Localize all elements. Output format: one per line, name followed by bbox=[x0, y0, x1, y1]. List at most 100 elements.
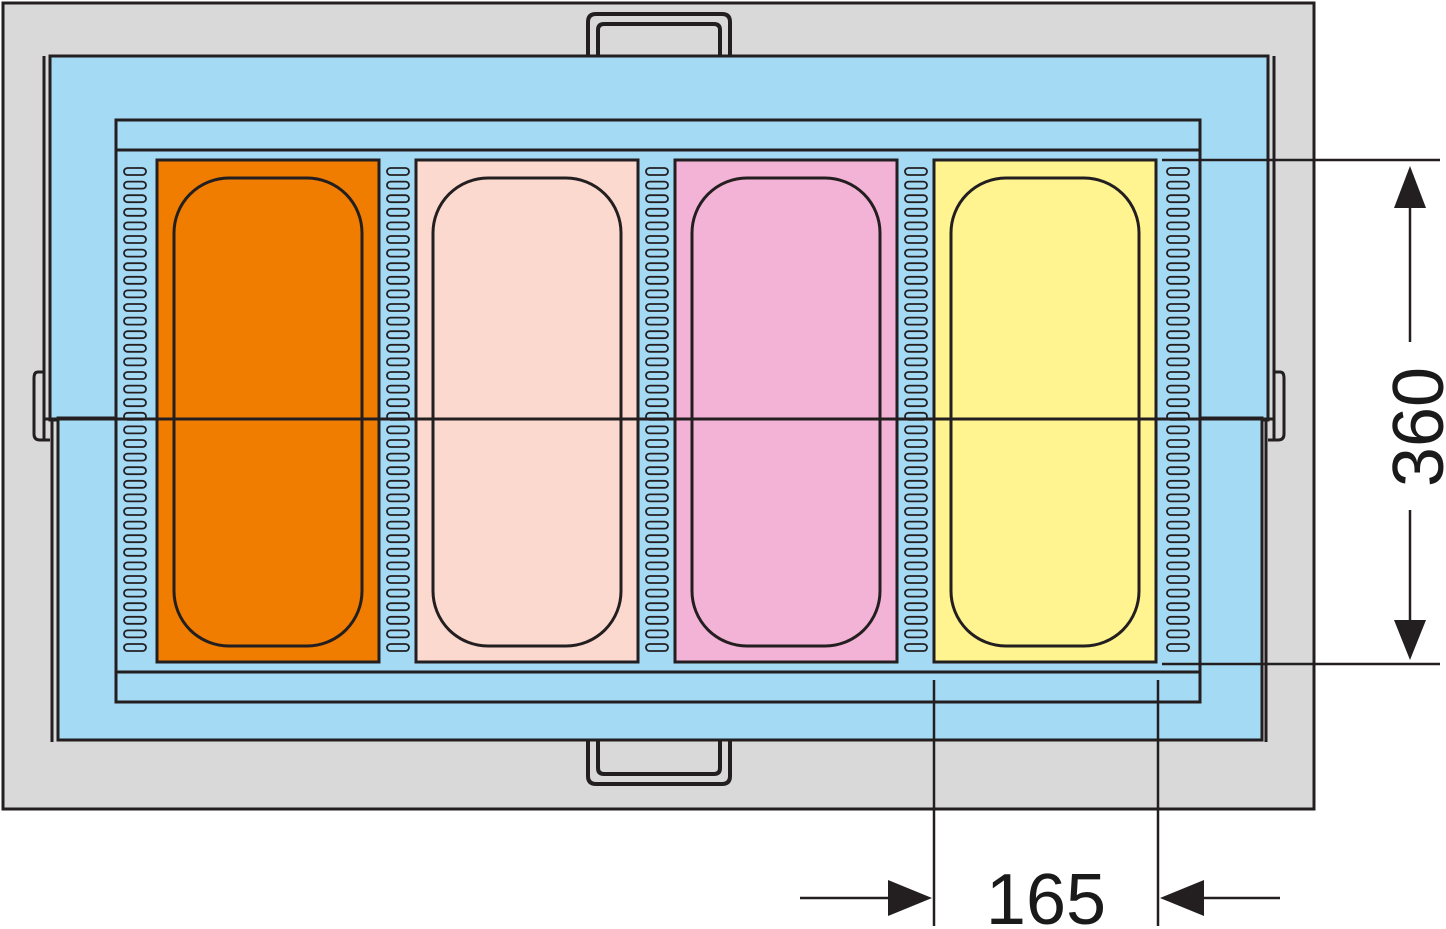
vent-slot bbox=[904, 615, 928, 625]
vent-slot bbox=[123, 207, 147, 217]
vent-slot bbox=[386, 520, 410, 530]
vent-slot bbox=[386, 507, 410, 516]
vent-slot bbox=[1166, 425, 1190, 435]
vent-slot bbox=[123, 588, 147, 598]
vent-slot bbox=[1166, 194, 1190, 204]
vent-slot bbox=[645, 289, 669, 299]
vent-slot bbox=[904, 479, 928, 489]
top-handle[interactable] bbox=[586, 12, 732, 60]
vent-slot bbox=[904, 575, 928, 584]
dimension-height bbox=[1162, 158, 1440, 666]
vent-slot bbox=[386, 547, 410, 557]
vent-slot bbox=[123, 615, 147, 625]
vent-slot bbox=[904, 602, 928, 612]
vent-slot bbox=[645, 425, 669, 435]
vent-slot bbox=[123, 289, 147, 299]
ice-cream-pans bbox=[155, 158, 1158, 664]
vent-slot bbox=[645, 180, 669, 190]
vent-slot bbox=[904, 343, 928, 353]
vent-slot bbox=[386, 425, 410, 435]
vent-slot bbox=[123, 248, 147, 258]
vent-slot bbox=[645, 303, 669, 312]
vent-slot bbox=[904, 534, 928, 544]
vent-slot bbox=[1166, 398, 1190, 408]
vent-slot bbox=[904, 629, 928, 639]
vent-slot bbox=[645, 466, 669, 476]
vent-slot bbox=[645, 275, 669, 285]
vent-slot bbox=[386, 235, 410, 244]
vent-slot bbox=[904, 371, 928, 380]
vent-slot bbox=[904, 289, 928, 299]
vent-slot bbox=[904, 398, 928, 408]
vent-slot bbox=[645, 371, 669, 380]
vent-slot bbox=[123, 561, 147, 571]
vent-slot bbox=[386, 479, 410, 489]
vent-slot bbox=[645, 439, 669, 448]
vent-slot bbox=[1166, 561, 1190, 571]
vent-slot bbox=[1166, 384, 1190, 394]
vent-slot bbox=[123, 343, 147, 353]
vent-slot bbox=[1166, 547, 1190, 557]
vent-slot bbox=[386, 466, 410, 476]
vent-slot bbox=[1166, 316, 1190, 326]
vent-slot bbox=[386, 167, 410, 176]
vent-slot bbox=[1166, 534, 1190, 544]
vent-slot bbox=[645, 343, 669, 353]
vent-slot bbox=[645, 167, 669, 176]
dimension-width-label: 165 bbox=[986, 860, 1106, 929]
vent-slot bbox=[123, 575, 147, 584]
vent-slot bbox=[386, 248, 410, 258]
vent-slot bbox=[123, 479, 147, 489]
vent-slot bbox=[123, 371, 147, 380]
vent-slot bbox=[645, 643, 669, 652]
vent-slot bbox=[123, 629, 147, 639]
vent-slot bbox=[123, 235, 147, 244]
vent-slot bbox=[1166, 343, 1190, 353]
vent-slot bbox=[1166, 643, 1190, 652]
vent-slot bbox=[386, 357, 410, 367]
vent-slot bbox=[645, 561, 669, 571]
vent-slot bbox=[123, 534, 147, 544]
vent-slot bbox=[386, 343, 410, 353]
vent-slot bbox=[386, 275, 410, 285]
vent-slot bbox=[386, 615, 410, 625]
vent-slot bbox=[1166, 248, 1190, 258]
vent-slot bbox=[904, 167, 928, 176]
vent-slot bbox=[1166, 371, 1190, 380]
vent-slot bbox=[386, 180, 410, 190]
vent-slot bbox=[645, 507, 669, 516]
vent-slot bbox=[904, 384, 928, 394]
vent-slot bbox=[645, 235, 669, 244]
vent-slot bbox=[904, 643, 928, 652]
vent-slot bbox=[904, 425, 928, 435]
vent-slot bbox=[1166, 575, 1190, 584]
vent-slot bbox=[123, 602, 147, 612]
vent-slot bbox=[904, 357, 928, 367]
vent-slot bbox=[904, 303, 928, 312]
vent-slot bbox=[645, 262, 669, 272]
bottom-handle[interactable] bbox=[586, 740, 732, 786]
vent-slot bbox=[1166, 466, 1190, 476]
vent-slot bbox=[123, 452, 147, 462]
vent-slot bbox=[645, 357, 669, 367]
vent-slot bbox=[904, 588, 928, 598]
pan-peach bbox=[414, 158, 640, 664]
vent-slot bbox=[123, 180, 147, 190]
vent-slot bbox=[123, 262, 147, 272]
vent-slot bbox=[123, 303, 147, 312]
vent-slot bbox=[904, 248, 928, 258]
vent-slot bbox=[386, 316, 410, 326]
vent-slot bbox=[386, 289, 410, 299]
vent-slot bbox=[1166, 452, 1190, 462]
pan-yellow-well bbox=[949, 176, 1141, 648]
vent-slot bbox=[645, 248, 669, 258]
vent-slot bbox=[123, 547, 147, 557]
dimension-height-label: 360 bbox=[1379, 367, 1446, 487]
vent-slot bbox=[1166, 235, 1190, 244]
vent-slot bbox=[904, 221, 928, 231]
vent-slot bbox=[904, 194, 928, 204]
vent-slot bbox=[123, 643, 147, 652]
vent-slot bbox=[645, 330, 669, 340]
